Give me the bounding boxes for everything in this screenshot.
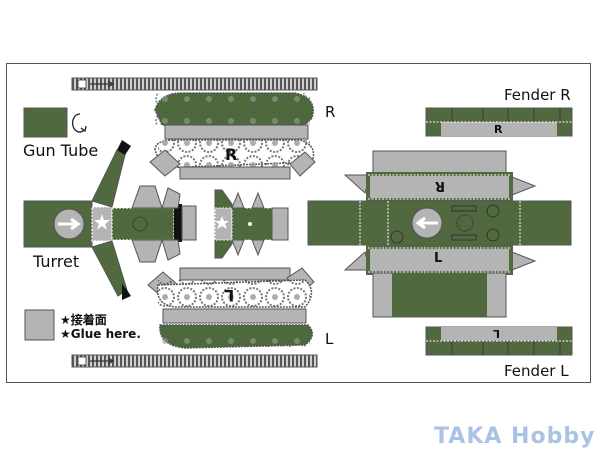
track-strip-r <box>71 77 318 91</box>
fender-r-part <box>425 107 573 137</box>
gun-tube-part <box>23 107 68 138</box>
sheet-border <box>6 63 591 383</box>
arrow-right-icon <box>90 80 115 88</box>
running-gear-r <box>149 92 316 180</box>
arrow-right-icon <box>90 357 115 365</box>
turret-label: Turret <box>33 252 80 271</box>
hull-part <box>307 150 572 318</box>
fender-r-label: Fender R <box>504 86 571 104</box>
gun-tube-label: Gun Tube <box>23 141 99 160</box>
star-icon <box>94 214 110 230</box>
rotate-icon <box>71 113 85 133</box>
side-r-label: R <box>325 103 336 121</box>
turret-part <box>23 140 197 300</box>
fender-l-label: Fender L <box>504 362 569 380</box>
fender-l-part <box>425 326 573 356</box>
running-gear-l <box>147 267 315 349</box>
fender-r-mark: R <box>494 123 503 136</box>
arrow-left-icon <box>415 216 438 230</box>
track-l-mark: L <box>224 286 235 305</box>
glue-swatch <box>24 309 55 341</box>
glue-label-jp: ★接着面 <box>60 313 107 327</box>
side-l-label: L <box>325 330 334 348</box>
turret-top-part <box>214 189 289 259</box>
track-r-mark: R <box>225 145 238 164</box>
track-strip-l <box>71 354 318 368</box>
watermark: TAKA Hobby <box>434 424 596 449</box>
hull-l-mark: L <box>434 251 443 266</box>
star-icon <box>215 216 229 229</box>
glue-label-en: ★Glue here. <box>60 327 141 341</box>
arrow-right-icon <box>58 217 81 231</box>
hull-r-mark: R <box>435 178 446 193</box>
fender-l-mark: L <box>493 327 501 340</box>
